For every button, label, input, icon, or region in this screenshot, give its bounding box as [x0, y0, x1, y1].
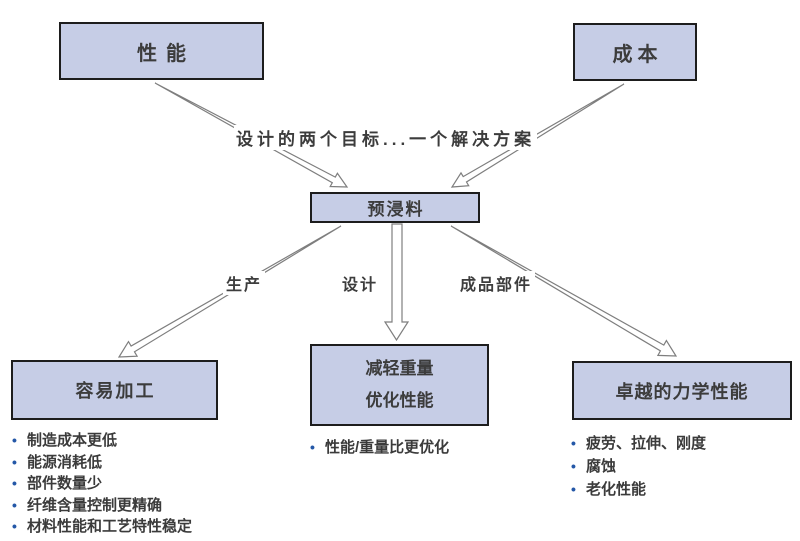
performance-box-label: 性能 [137, 42, 195, 65]
bullet-icon: • [310, 439, 315, 455]
list-item: • 性能/重量比更优化 [310, 437, 449, 459]
bullet-text: 部件数量少 [27, 475, 103, 492]
two-goals-caption: 设计的两个目标...一个解决方案 [234, 125, 538, 150]
bullet-text: 腐蚀 [586, 458, 617, 475]
list-item: • 材料性能和工艺特性稳定 [12, 516, 192, 538]
list-item: • 制造成本更低 [12, 430, 192, 452]
list-item: • 部件数量少 [12, 473, 192, 495]
easy-processing-box-label: 容易加工 [75, 381, 156, 401]
weight-box-line1: 减轻重量 [365, 359, 434, 378]
bullet-icon: • [12, 518, 17, 534]
bullet-icon: • [12, 453, 17, 470]
bullet-text: 性能/重量比更优化 [325, 439, 450, 456]
bullet-text: 疲劳、拉伸、刚度 [586, 435, 707, 452]
arrow-prepreg-to-weight-icon [383, 223, 410, 342]
bullet-icon: • [571, 481, 576, 497]
bullet-icon: • [12, 432, 17, 448]
prepreg-box-label: 预浸料 [367, 200, 425, 219]
mechanical-box-label: 卓越的力学性能 [615, 381, 749, 402]
bullet-icon: • [12, 475, 17, 491]
bullet-text: 能源消耗低 [27, 453, 103, 471]
bullet-text: 纤维含量控制更精确 [27, 496, 163, 514]
prepreg-box: 预浸料 [310, 192, 480, 223]
branch-label-production: 生产 [223, 271, 266, 295]
bullet-text: 材料性能和工艺特性稳定 [27, 518, 193, 535]
list-item: • 疲劳、拉伸、刚度 [571, 432, 706, 455]
cost-box-label: 成本 [612, 43, 663, 66]
bullet-icon: • [571, 458, 576, 474]
list-item: • 老化性能 [571, 478, 706, 501]
mechanical-bullet-list: • 疲劳、拉伸、刚度 • 腐蚀 • 老化性能 [571, 432, 706, 501]
branch-label-finished-parts: 成品部件 [457, 271, 536, 295]
performance-box: 性能 [59, 22, 264, 80]
bullet-icon: • [571, 435, 576, 451]
arrow-cost-to-prepreg-icon [450, 83, 625, 188]
weight-bullet-list: • 性能/重量比更优化 [310, 437, 449, 459]
branch-label-design: 设计 [339, 271, 382, 295]
easy-processing-bullet-list: • 制造成本更低 • 能源消耗低 • 部件数量少 • 纤维含量控制更精确 • 材… [12, 430, 192, 538]
list-item: • 能源消耗低 [12, 452, 192, 474]
cost-box: 成本 [573, 23, 697, 81]
mechanical-properties-box: 卓越的力学性能 [572, 361, 792, 420]
list-item: • 腐蚀 [571, 455, 706, 478]
easy-processing-box: 容易加工 [11, 360, 218, 420]
bullet-icon: • [12, 496, 17, 513]
bullet-text: 老化性能 [586, 481, 647, 498]
weight-optimization-box: 减轻重量 优化性能 [310, 344, 489, 426]
arrow-prepreg-to-mechanical-icon [450, 225, 678, 357]
bullet-text: 制造成本更低 [27, 432, 118, 449]
weight-box-line2: 优化性能 [365, 391, 434, 410]
list-item: • 纤维含量控制更精确 [12, 495, 192, 517]
